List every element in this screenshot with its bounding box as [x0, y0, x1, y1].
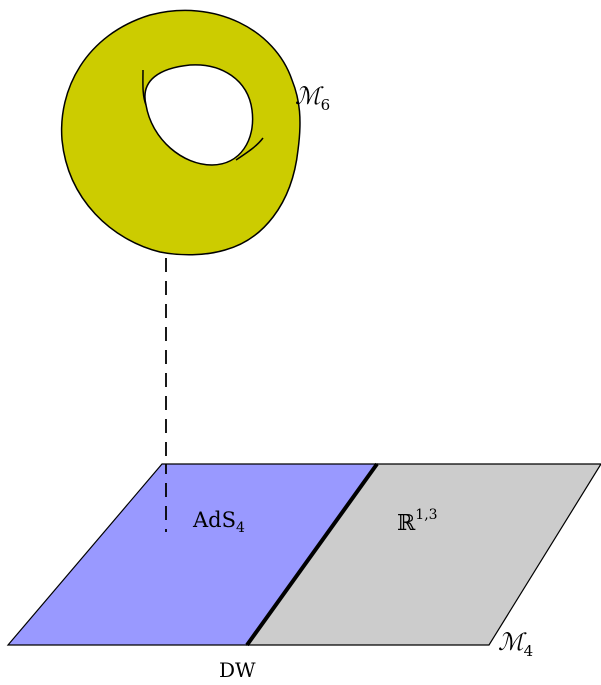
manifold-6-hole	[144, 64, 254, 166]
minkowski-label: ℝ1,3	[397, 507, 438, 536]
manifold-6-label: ℳ6	[295, 82, 330, 114]
manifold-6-curl-left	[142, 69, 147, 106]
ads4-label: AdS4	[192, 508, 245, 536]
domain-wall-label: DW	[219, 658, 256, 682]
domain-wall-line	[245, 462, 379, 647]
manifold-4-label: ℳ4	[498, 628, 533, 660]
manifold-6-curl-right	[235, 137, 264, 161]
